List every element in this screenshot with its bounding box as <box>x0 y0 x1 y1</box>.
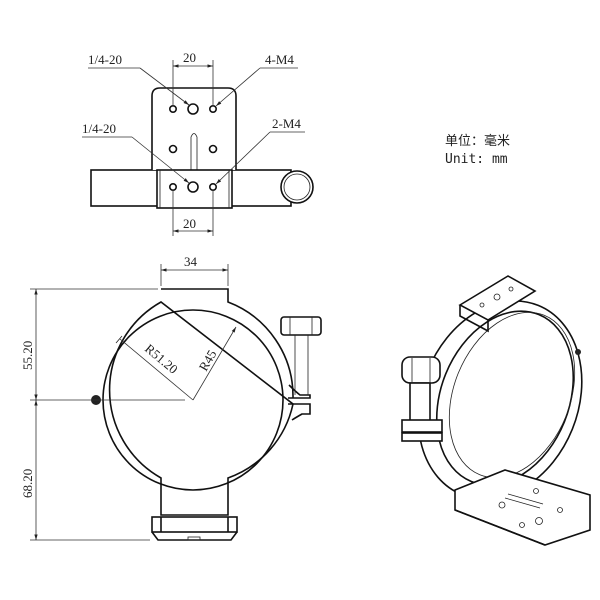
dim-bottom-hole-spacing: 20 <box>183 216 196 231</box>
callout-top-quarter-20: 1/4-20 <box>88 52 122 67</box>
top-view: 20 20 1/4-20 4-M4 1/4-20 2-M4 <box>82 50 314 236</box>
iso-hinge-pin <box>575 349 581 355</box>
top-view-plate <box>151 87 237 170</box>
top-view-knob <box>280 170 314 204</box>
dim-top-width: 34 <box>184 254 198 269</box>
clamp-screw-head <box>280 316 322 336</box>
hole-m4 <box>208 144 218 154</box>
iso-knob <box>401 356 441 384</box>
top-view-clamp-block <box>156 169 233 209</box>
unit-label-english: Unit: mm <box>445 152 508 167</box>
dim-inner-radius: R45 <box>196 347 220 373</box>
hole-quarter-20 <box>187 181 199 193</box>
callout-bottom-quarter-20: 1/4-20 <box>82 121 116 136</box>
iso-clamp-ear <box>401 419 443 433</box>
iso-ring-inner <box>435 310 575 486</box>
clamp-ear-upper <box>288 384 311 399</box>
dim-upper-height: 55.20 <box>20 341 35 370</box>
clamp-ear-lower <box>288 403 311 421</box>
top-view-slot <box>190 133 198 170</box>
hole-quarter-20 <box>187 103 199 115</box>
iso-base-plate <box>454 469 591 546</box>
ring-outer <box>108 288 294 516</box>
dovetail <box>151 531 238 541</box>
base-foot <box>151 516 238 533</box>
unit-label-chinese: 单位：毫米 <box>445 134 511 149</box>
callout-4-m4: 4-M4 <box>265 52 294 67</box>
isometric-view <box>401 275 591 546</box>
hole-m4 <box>168 144 178 154</box>
callout-2-m4: 2-M4 <box>272 116 301 131</box>
dim-lower-height: 68.20 <box>20 469 35 498</box>
unit-note: 单位：毫米 Unit: mm <box>445 133 510 169</box>
iso-screw-shaft <box>409 382 431 422</box>
front-view: 34 55.20 68.20 R51.20 R45 <box>20 254 322 541</box>
dim-outer-radius: R51.20 <box>142 341 181 377</box>
iso-top-plate <box>458 275 537 321</box>
dim-top-hole-spacing: 20 <box>183 50 196 65</box>
